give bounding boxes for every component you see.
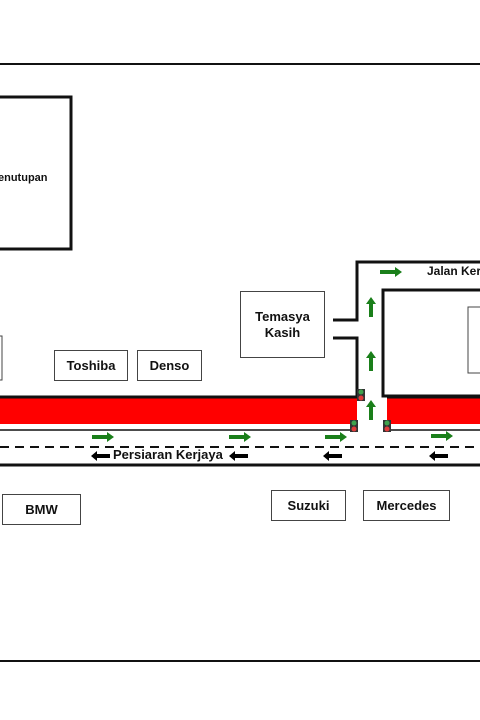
building-toshiba: Toshiba [54, 350, 128, 381]
arrow-left-icon [323, 451, 342, 461]
arrow-right-icon [325, 432, 347, 442]
congestion-band-left [0, 398, 357, 424]
building-penutupan-label: enutupan [0, 172, 48, 184]
building-denso: Denso [137, 350, 202, 381]
building-right-block [381, 288, 480, 398]
arrow-right-icon [431, 431, 453, 441]
arrow-up-icon [366, 297, 376, 317]
jalan-kerjaya-west-edge-upper [333, 260, 480, 322]
jalan-kerjaya-west-edge [333, 336, 359, 397]
congestion-band-right [387, 398, 480, 424]
arrow-right-icon [92, 432, 114, 442]
road-label-jalan-kerjaya: Jalan Ker [427, 264, 480, 278]
building-left-edge [0, 335, 3, 381]
traffic-light-icon [383, 420, 391, 432]
road-label-persiaran-kerjaya: Persiaran Kerjaya [113, 447, 223, 462]
building-bmw: BMW [2, 494, 81, 525]
traffic-light-icon [350, 420, 358, 432]
building-penutupan [0, 95, 73, 251]
building-suzuki: Suzuki [271, 490, 346, 521]
arrow-left-icon [429, 451, 448, 461]
arrow-up-icon [366, 351, 376, 371]
building-temasya-label-1: Temasya [255, 308, 310, 324]
arrow-right-icon [229, 432, 251, 442]
building-temasya-label-2: Kasih [264, 324, 301, 340]
arrow-left-icon [229, 451, 248, 461]
arrow-right-icon [380, 267, 402, 277]
building-right-inner [467, 306, 480, 374]
traffic-light-icon [357, 389, 365, 401]
building-temasya-kasih: Temasya Kasih [240, 291, 325, 358]
building-mercedes: Mercedes [363, 490, 450, 521]
arrow-up-icon [366, 400, 376, 420]
arrow-left-icon [91, 451, 110, 461]
